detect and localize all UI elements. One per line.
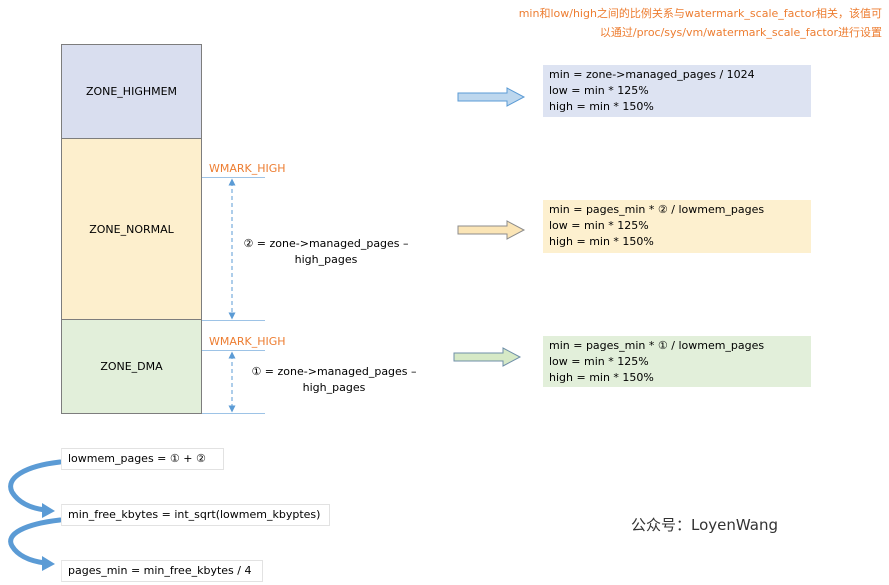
zone-dma-label: ZONE_DMA: [100, 360, 163, 373]
highmem-watermark-box: min = zone->managed_pages / 1024 low = m…: [543, 65, 811, 117]
pages-min-text: pages_min = min_free_kbytes / 4: [68, 564, 252, 577]
scale-factor-note: min和low/high之间的比例关系与watermark_scale_fact…: [450, 4, 882, 42]
zone-highmem-block: ZONE_HIGHMEM: [61, 44, 202, 139]
normal-watermark-box: min = pages_min * ② / lowmem_pages low =…: [543, 200, 811, 253]
zone-boundary-line: [202, 320, 265, 321]
dma-formula-line-1: ① = zone->managed_pages –: [251, 365, 417, 378]
dma-low: low = min * 125%: [549, 355, 649, 368]
dma-block-arrow: [453, 347, 522, 367]
highmem-min: min = zone->managed_pages / 1024: [549, 68, 755, 81]
wmark-high-dma-label: WMARK_HIGH: [209, 335, 286, 348]
normal-min: min = pages_min * ② / lowmem_pages: [549, 203, 765, 216]
highmem-low: low = min * 125%: [549, 84, 649, 97]
zone-normal-label: ZONE_NORMAL: [89, 222, 174, 236]
pages-min-box: pages_min = min_free_kbytes / 4: [61, 560, 263, 582]
normal-block-arrow: [457, 220, 526, 240]
normal-high: high = min * 150%: [549, 235, 654, 248]
dma-formula-line-2: high_pages: [302, 381, 366, 394]
wmark-dma-line: [202, 350, 265, 351]
normal-formula-line-2: high_pages: [294, 253, 358, 266]
lowmem-pages-box: lowmem_pages = ① + ②: [61, 448, 224, 470]
normal-pages-formula: ② = zone->managed_pages – high_pages: [240, 236, 412, 268]
dma-pages-formula: ① = zone->managed_pages – high_pages: [248, 364, 420, 396]
note-line-2: 以通过/proc/sys/vm/watermark_scale_factor进行…: [599, 26, 882, 39]
lowmem-pages-text: lowmem_pages = ① + ②: [68, 452, 206, 465]
zone-dma-block: ZONE_DMA: [61, 320, 202, 414]
dma-watermark-box: min = pages_min * ① / lowmem_pages low =…: [543, 336, 811, 387]
highmem-high: high = min * 150%: [549, 100, 654, 113]
wmark-normal-line: [202, 177, 265, 178]
curved-arrow-1: [8, 459, 63, 513]
curved-arrow-2: [8, 517, 63, 566]
min-free-kbytes-text: min_free_kbytes = int_sqrt(lowmem_kbypte…: [68, 508, 321, 521]
author-watermark: 公众号：LoyenWang: [631, 516, 778, 534]
note-line-1: min和low/high之间的比例关系与watermark_scale_fact…: [518, 7, 882, 20]
dma-min: min = pages_min * ① / lowmem_pages: [549, 339, 765, 352]
dma-high: high = min * 150%: [549, 371, 654, 384]
zone-bottom-line: [202, 413, 265, 414]
normal-formula-line-1: ② = zone->managed_pages –: [243, 237, 409, 250]
wmark-high-normal-label: WMARK_HIGH: [209, 162, 286, 175]
zone-highmem-label: ZONE_HIGHMEM: [85, 85, 178, 98]
min-free-kbytes-box: min_free_kbytes = int_sqrt(lowmem_kbypte…: [61, 504, 330, 526]
zone-normal-block: ZONE_NORMAL: [61, 139, 202, 320]
normal-low: low = min * 125%: [549, 219, 649, 232]
highmem-block-arrow: [457, 87, 526, 107]
